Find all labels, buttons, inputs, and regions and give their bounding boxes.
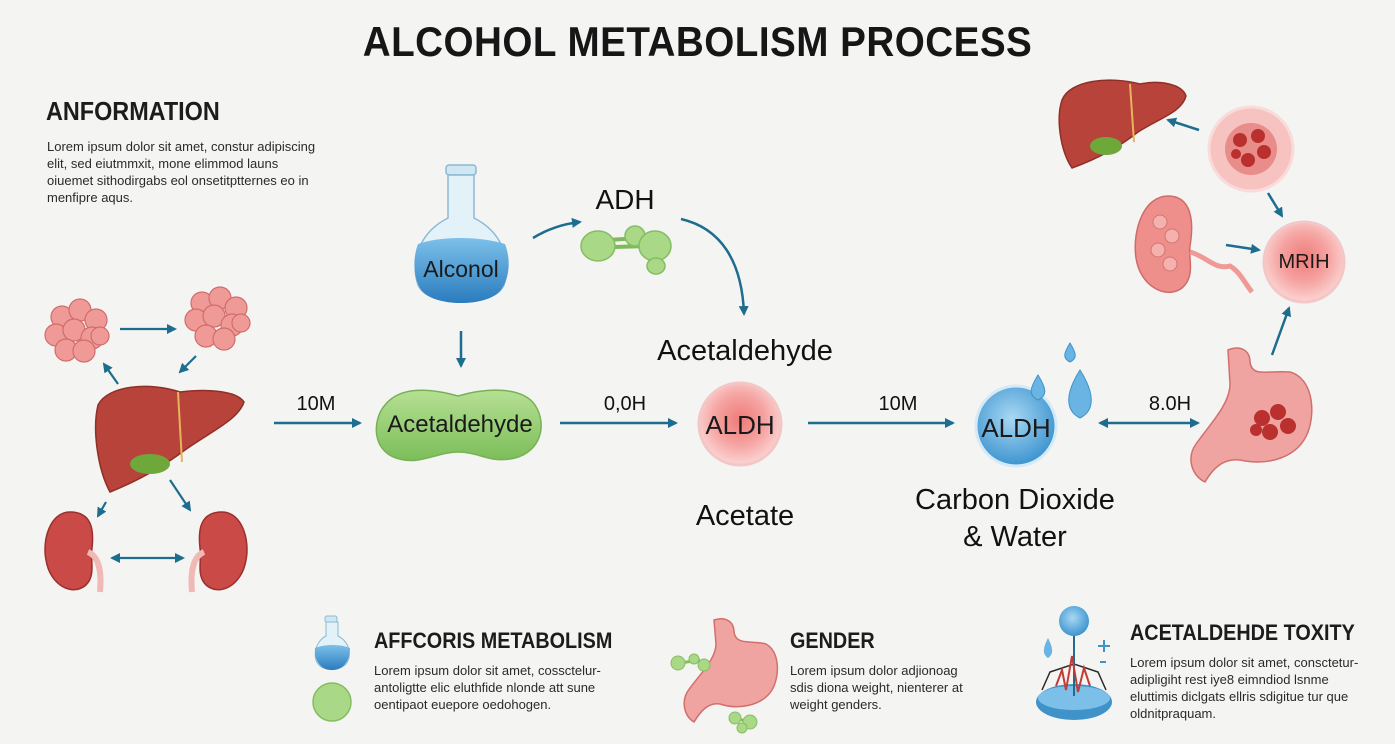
- card-text-line: oldnitpraquam.: [1130, 706, 1216, 721]
- card-text-line: antoligtte elic eluthfide nlonde att sun…: [374, 680, 596, 695]
- card-text-line: oentipaot euepore oedohogen.: [374, 697, 552, 712]
- droplet-icon: [1030, 342, 1092, 419]
- lung-cluster-icon: [184, 286, 251, 351]
- liver-icon: [94, 385, 245, 493]
- flask-icon: [414, 164, 509, 303]
- card-gender: GENDER Lorem ipsum dolor adjionoag sdis …: [790, 628, 1010, 713]
- acetaldehyde-blob-label: Acetaldehyde: [387, 411, 533, 438]
- info-text-line: menfipre aqus.: [47, 190, 133, 205]
- kidney-icon: [1134, 195, 1254, 294]
- info-text-line: elit, sed eiutmmxit, mone elimmod launs: [47, 156, 279, 171]
- info-text-line: oiuemet sithodirgabs eol onsetitptternes…: [47, 173, 309, 188]
- card-text-line: Lorem ipsum dolor sit amet, cossctelur-: [374, 663, 601, 678]
- edge-label: 8.0H: [1148, 393, 1192, 415]
- aldh-label-2: ALDH: [981, 413, 1051, 443]
- aldh-circle-1: [697, 381, 783, 467]
- card-affcoris-metabolism: AFFCORIS METABOLISM Lorem ipsum dolor si…: [374, 628, 644, 713]
- toxicity-icon: [1036, 606, 1112, 720]
- card-text-line: Lorem ipsum dolor adjionoag: [790, 663, 958, 678]
- cell-icon: [1207, 105, 1295, 193]
- adh-label: ADH: [595, 184, 655, 215]
- card-text-line: Lorem ipsum dolor sit amet, consctetur-: [1130, 655, 1359, 670]
- card-text-line: eluttimis diclgats ellris sdigitue tur q…: [1130, 689, 1349, 704]
- stomach-icon: [683, 618, 779, 724]
- alcohol-label: Alconol: [423, 256, 499, 282]
- card-heading: GENDER: [790, 628, 875, 653]
- cell-icon: [312, 682, 352, 722]
- card-text: Lorem ipsum dolor adjionoag sdis diona w…: [790, 662, 1010, 713]
- info-text: Lorem ipsum dolor sit amet, constur adip…: [47, 138, 347, 206]
- kidney-icon: [188, 511, 248, 593]
- acetaldehyde-blob: [375, 389, 542, 462]
- acetate-label: Acetate: [695, 500, 795, 532]
- mrih-circle: [1262, 220, 1346, 304]
- card-text: Lorem ipsum dolor sit amet, consctetur- …: [1130, 654, 1380, 722]
- lung-cluster-icon: [44, 298, 110, 363]
- info-text-line: Lorem ipsum dolor sit amet, constur adip…: [47, 139, 316, 154]
- card-text-line: weight genders.: [790, 697, 882, 712]
- card-acetaldehyde-toxity: ACETALDEHDE TOXITY Lorem ipsum dolor sit…: [1130, 620, 1380, 722]
- flask-icon: [314, 615, 350, 671]
- edge-label: 0,0H: [603, 393, 647, 415]
- organ-cycle-arrows: [97, 324, 197, 563]
- co2-water-line2: & Water: [963, 521, 1067, 553]
- aldh-label-1: ALDH: [705, 410, 775, 440]
- card-heading: AFFCORIS METABOLISM: [374, 628, 613, 653]
- flow-arrows: [274, 117, 1291, 428]
- acetaldehyde-label: Acetaldehyde: [657, 335, 833, 367]
- kidney-icon: [44, 511, 104, 593]
- page-title: ALCOHOL METABOLISM PROCESS: [362, 18, 1033, 65]
- liver-icon: [1058, 79, 1187, 169]
- co2-water-line1: Carbon Dioxide: [915, 484, 1115, 516]
- edge-label: 10M: [878, 393, 918, 415]
- card-text: Lorem ipsum dolor sit amet, cossctelur- …: [374, 662, 644, 713]
- molecule-icon: [580, 225, 672, 275]
- edge-label: 10M: [296, 393, 336, 415]
- molecule-icon: [670, 653, 758, 734]
- info-heading: ANFORMATION: [46, 96, 220, 126]
- card-text-line: adipligiht rest iye8 eimndiod lsnme: [1130, 672, 1329, 687]
- card-text-line: sdis diona weight, nienterer at: [790, 680, 963, 695]
- aldh-circle-2: [974, 384, 1058, 468]
- card-heading: ACETALDEHDE TOXITY: [1130, 620, 1355, 645]
- stomach-icon: [1190, 347, 1313, 483]
- mrih-label: MRIH: [1278, 251, 1330, 273]
